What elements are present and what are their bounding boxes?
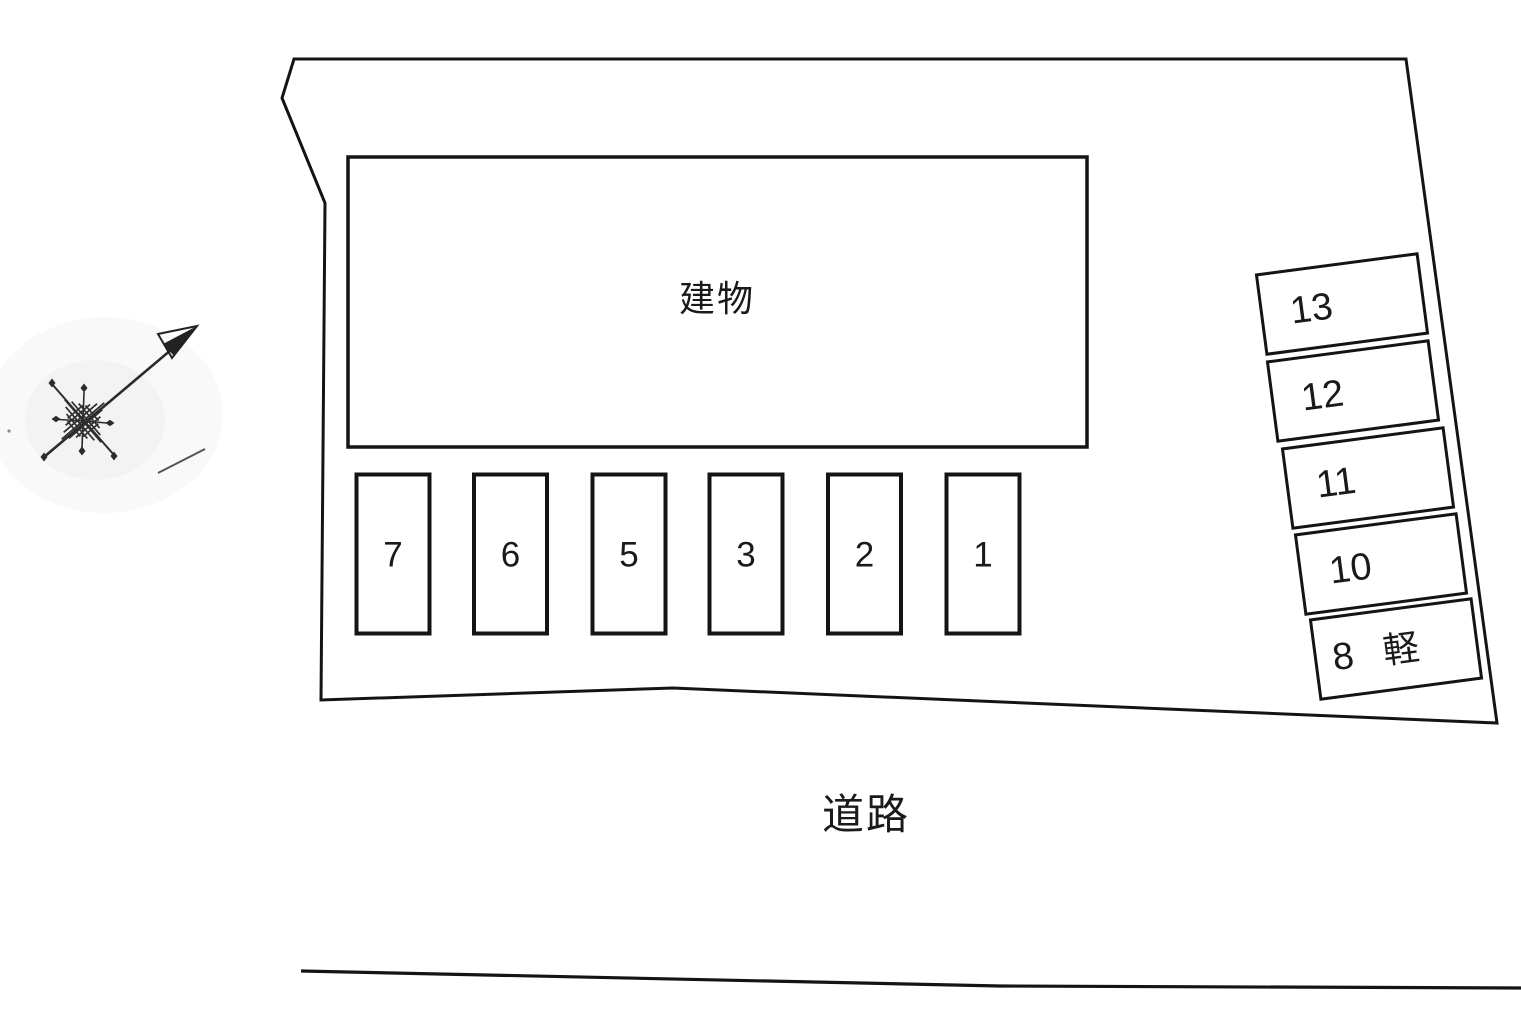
compass-arrow-shaft [43,343,179,458]
parking-space-11: 11 [1280,426,1456,530]
parking-space-outline [472,472,549,636]
parking-space-1: 1 [944,472,1022,636]
property-boundary [280,57,1499,725]
north-arrow-icon [0,317,223,513]
parking-space-number: 7 [383,536,402,575]
parking-space-number: 5 [619,536,638,575]
parking-space-8-kei: 8 軽 [1308,597,1484,701]
parking-space-outline [1280,426,1456,530]
parking-space-number: 6 [501,536,520,575]
parking-space-outline [1293,512,1469,616]
parking-space-6: 6 [472,472,549,636]
kei-car-tag: 軽 [1381,626,1424,672]
parking-space-number: 1 [973,536,992,575]
parking-space-outline [354,472,432,636]
road-edge-line [300,969,1521,990]
parking-space-13: 13 [1254,252,1430,356]
scan-stray-dot [7,429,11,433]
parking-space-number: 11 [1314,460,1359,507]
parking-space-3: 3 [707,472,785,636]
parking-space-number: 3 [736,536,755,575]
compass-scan-shading [0,317,223,513]
parking-space-outline [707,472,785,636]
parking-space-number: 8 [1330,635,1356,679]
building: 建物 [346,155,1089,449]
building-label: 建物 [679,278,755,319]
compass-arrowhead-fill [163,326,197,356]
parking-space-2: 2 [826,472,903,636]
scan-stray-line [157,448,206,474]
building-outline [346,155,1089,449]
parking-space-outline [590,472,668,636]
parking-space-outline [826,472,903,636]
parking-space-outline [1308,597,1484,701]
parking-space-number: 13 [1288,285,1335,332]
parking-space-outline [1254,252,1430,356]
parking-space-number: 10 [1327,545,1374,592]
parking-space-outline [944,472,1022,636]
compass-hatch [61,399,105,443]
compass-scan-shading [25,360,165,480]
side-column-spaces: 13 12 11 10 8 軽 [1254,252,1484,701]
parking-space-number: 12 [1299,372,1346,419]
parking-space-outline [1265,339,1441,443]
parking-space-10: 10 [1293,512,1469,616]
road-label: 道路 [822,791,910,838]
front-row-spaces: 7 6 5 3 2 1 [354,472,1022,636]
parking-space-7: 7 [354,472,432,636]
parking-space-number: 2 [855,536,874,575]
parking-space-5: 5 [590,472,668,636]
parking-space-12: 12 [1265,339,1441,443]
compass-diamond-tips [40,378,118,462]
